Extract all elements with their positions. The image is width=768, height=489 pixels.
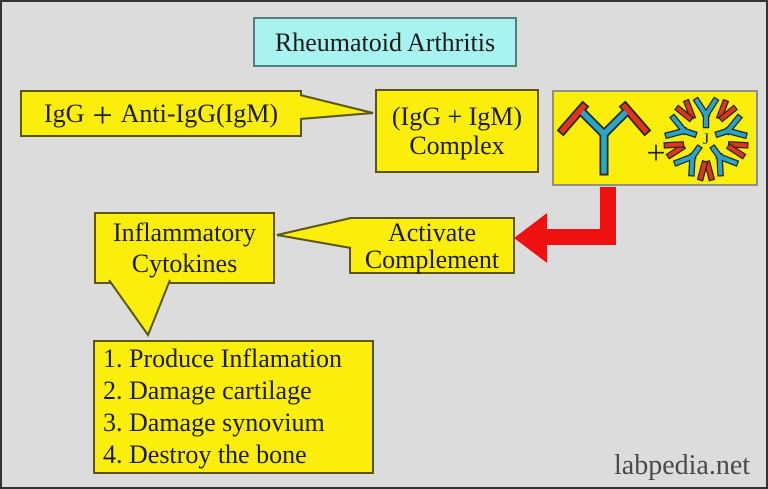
immune-complex-figure-box: + J — [552, 90, 758, 186]
igm-pentamer-icon: J — [663, 96, 749, 182]
igg-antibody-icon — [556, 100, 652, 176]
callout-activate-to-cytokines — [276, 217, 352, 249]
cytokines-line2: Cytokines — [131, 249, 238, 278]
effects-list-box: 1. Produce Inflamation 2. Damage cartila… — [93, 340, 374, 474]
igm-unit-icon — [665, 143, 709, 182]
complex-line1: (IgG + IgM) — [391, 102, 523, 131]
figure-plus-sign: + — [646, 135, 665, 172]
effect-item: 1. Produce Inflamation — [103, 344, 342, 373]
activate-line2: Complement — [364, 244, 500, 274]
activate-complement-box: Activate Complement — [349, 217, 515, 274]
igm-unit-icon — [682, 96, 730, 129]
igm-unit-icon — [663, 104, 698, 149]
complex-box: (IgG + IgM) Complex — [375, 89, 539, 173]
red-elbow-arrow — [514, 187, 616, 263]
effect-item: 2. Damage cartilage — [103, 376, 312, 405]
callout-reactants-to-complex — [299, 94, 374, 120]
title-box: Rheumatoid Arthritis — [253, 17, 517, 67]
reactants-plus-sign: + — [92, 94, 113, 135]
igm-unit-icon — [703, 143, 747, 182]
pointer-cytokines-to-effects — [108, 279, 171, 338]
j-chain-label: J — [703, 131, 709, 148]
reactants-igg-label: IgG — [43, 99, 85, 128]
complex-line2: Complex — [409, 131, 505, 160]
watermark: labpedia.net — [614, 450, 751, 481]
reactants-rest-label: Anti-IgG(IgM) — [120, 99, 279, 128]
cytokines-line1: Inflammatory — [113, 218, 256, 247]
immune-complex-illustration: + J — [556, 96, 749, 182]
activate-line1: Activate — [387, 217, 477, 247]
igm-unit-icon — [714, 104, 749, 149]
page-title: Rheumatoid Arthritis — [274, 27, 496, 57]
effect-item: 4. Destroy the bone — [103, 440, 307, 469]
inflammatory-cytokines-box: Inflammatory Cytokines — [94, 212, 275, 284]
reactants-box: IgG + Anti-IgG(IgM) — [20, 90, 302, 137]
effect-item: 3. Damage synovium — [103, 408, 325, 437]
